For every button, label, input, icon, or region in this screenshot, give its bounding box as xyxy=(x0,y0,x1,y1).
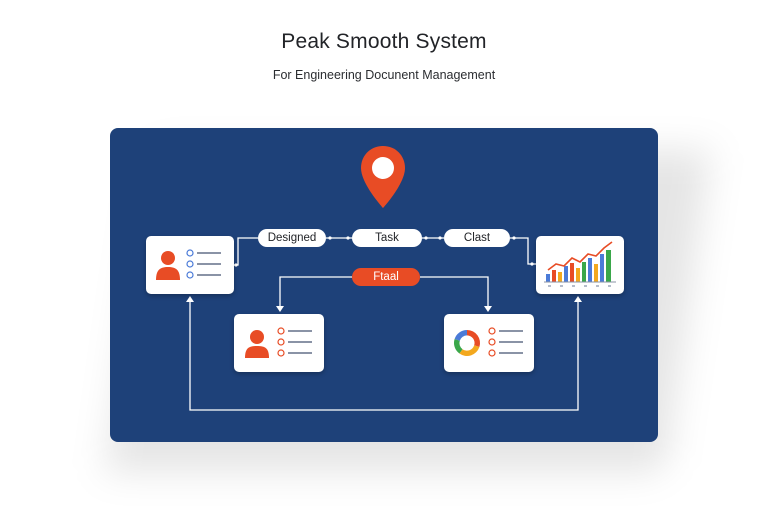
connector-clast-to-chart xyxy=(510,237,536,265)
connector-user-to-designed xyxy=(234,237,258,266)
connector-ftaal-to-right xyxy=(420,276,489,310)
chart-card xyxy=(536,236,624,294)
list-lines xyxy=(277,327,312,357)
arrow-up-left xyxy=(186,296,194,302)
connector-ftaal-to-left xyxy=(279,276,352,310)
bar-line-chart-icon xyxy=(544,241,616,287)
donut-card xyxy=(444,314,534,372)
flow-node-designed: Designed xyxy=(258,229,326,247)
flow-node-task: Task xyxy=(352,229,422,247)
connector-bottom-loop xyxy=(189,298,579,411)
user-icon xyxy=(245,327,312,358)
list-lines xyxy=(488,327,523,357)
arrow-down-left xyxy=(276,306,284,312)
flow-node-clast: Clast xyxy=(444,229,510,247)
page-subtitle: For Engineering Docunent Management xyxy=(272,68,496,82)
user-card-left xyxy=(146,236,234,294)
arrow-down-right xyxy=(484,306,492,312)
list-lines xyxy=(186,249,221,279)
donut-chart-icon xyxy=(453,327,523,357)
arrow-up-right xyxy=(574,296,582,302)
page-title: Peak Smooth System xyxy=(281,30,487,53)
flow-node-ftaal: Ftaal xyxy=(352,268,420,286)
user-card-bottom xyxy=(234,314,324,372)
location-pin-icon xyxy=(358,144,408,210)
user-icon xyxy=(156,249,221,280)
